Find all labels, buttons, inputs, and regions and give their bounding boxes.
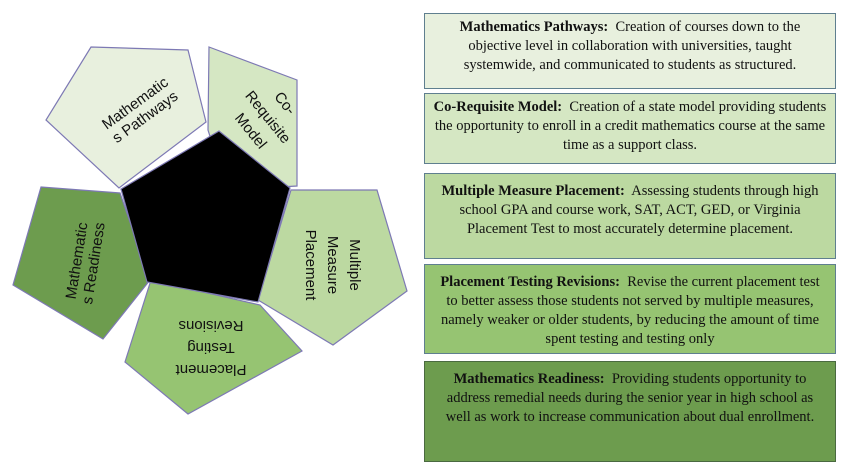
box-text: Providing students opportunity to addres… <box>445 371 815 425</box>
desc-box-placement-testing-revisions: Placement Testing Revisions: Revise the … <box>424 264 836 354</box>
pentagon-label-line: Measure <box>324 236 341 294</box>
pentagon-label-line: Revisions <box>178 317 243 334</box>
box-title: Multiple Measure Placement: <box>441 183 625 199</box>
box-title: Placement Testing Revisions: <box>440 274 620 290</box>
desc-box-mathematics-readiness: Mathematics Readiness: Providing student… <box>424 361 836 462</box>
pentagon-label-line: Multiple <box>346 239 363 291</box>
box-title: Mathematics Readiness: <box>453 371 605 387</box>
box-title: Co-Requisite Model: <box>433 99 563 115</box>
pentagon-label-line: Placement <box>175 361 247 378</box>
desc-box-co-requisite-model: Co-Requisite Model: Creation of a state … <box>424 93 836 164</box>
pentagon-pathways <box>45 46 207 189</box>
pentagon-label-mmp: Multiple Measure Placement <box>302 230 363 302</box>
pentagon-label-line: Testing <box>187 339 235 356</box>
desc-box-multiple-measure-placement: Multiple Measure Placement: Assessing st… <box>424 173 836 259</box>
pentagon-ptr <box>124 279 303 415</box>
desc-box-mathematics-pathways: Mathematics Pathways: Creation of course… <box>424 13 836 89</box>
pentagon-label-line: Placement <box>302 230 319 302</box>
box-title: Mathematics Pathways: <box>459 19 609 35</box>
pentagon-readiness <box>12 186 151 340</box>
pentagon-label-ptr: Placement Testing Revisions <box>175 317 247 378</box>
box-text: Creation of courses down to the objectiv… <box>463 19 801 73</box>
box-text: Assessing students through high school G… <box>459 183 819 237</box>
box-text: Creation of a state model providing stud… <box>434 99 827 153</box>
box-text: Revise the current placement test to bet… <box>440 274 820 347</box>
center-pentagon <box>120 130 291 303</box>
